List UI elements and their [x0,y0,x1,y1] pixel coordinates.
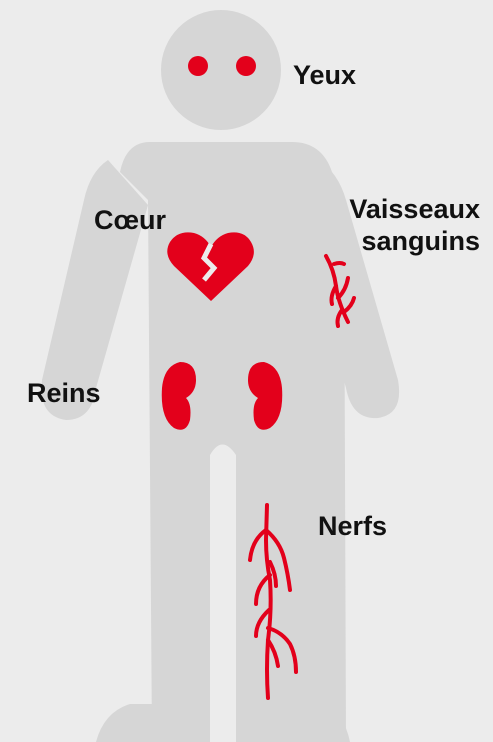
label-heart: Cœur [94,204,166,236]
label-blood-vessels-line1: Vaisseaux [349,193,480,225]
label-nerves: Nerfs [318,510,387,542]
label-kidneys: Reins [27,377,101,409]
leg-gap [210,445,236,742]
label-blood-vessels: Vaisseaux sanguins [349,193,480,257]
head [161,10,281,130]
label-blood-vessels-line2: sanguins [349,225,480,257]
label-eyes: Yeux [293,59,356,91]
left-foot [96,704,210,742]
